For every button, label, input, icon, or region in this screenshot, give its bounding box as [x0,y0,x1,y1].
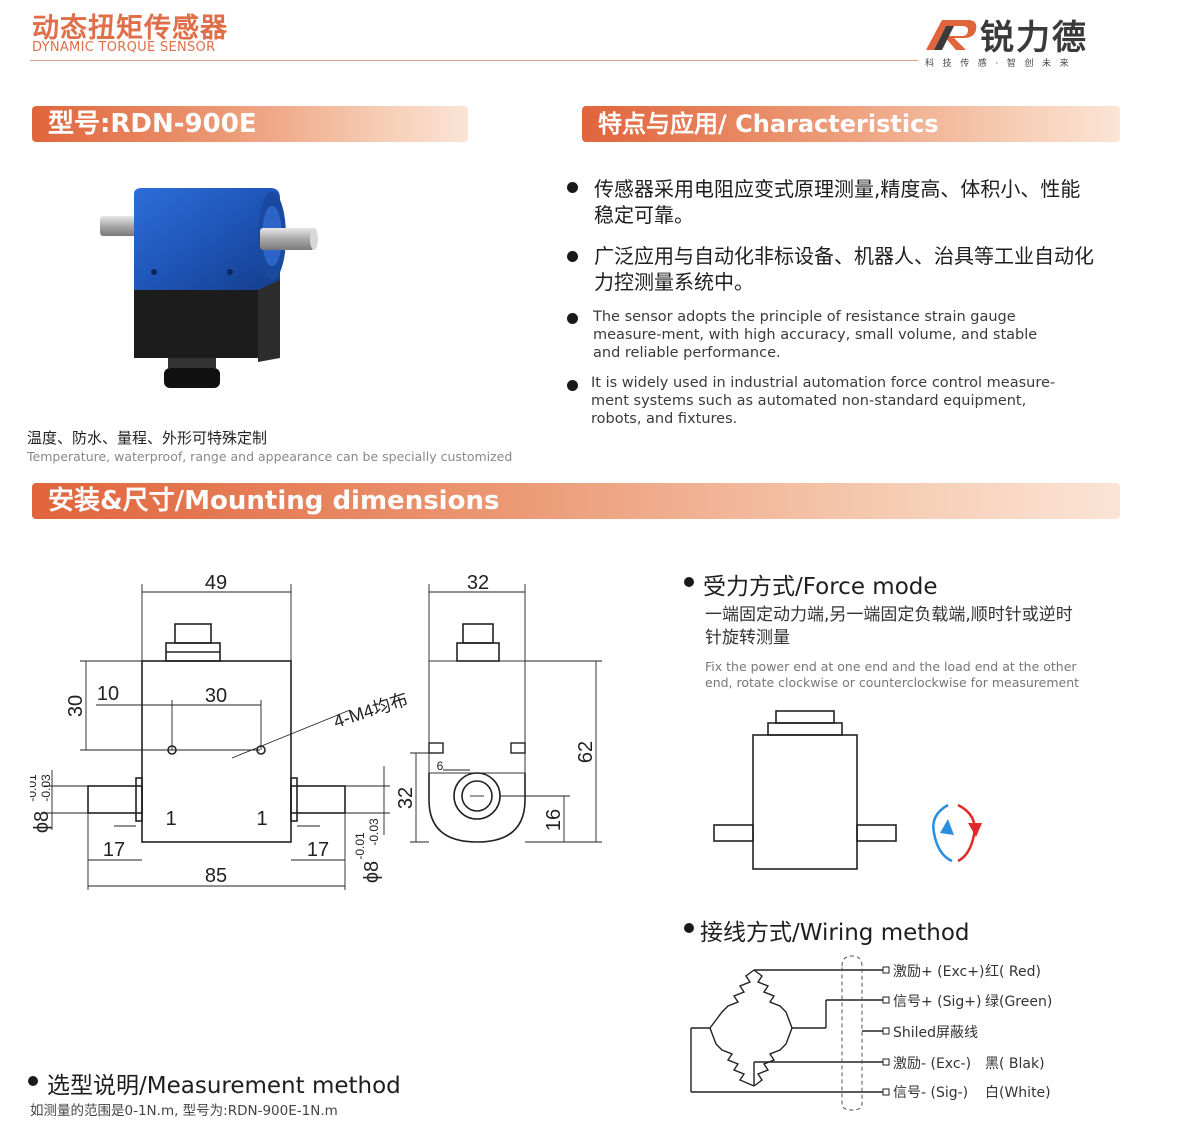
wire-color-red: 红( Red) [985,964,1041,980]
tol-right-upper: -0.01 [353,832,367,860]
tol-left-upper: -0.01 [30,774,39,802]
brand-name: 锐力德 [980,18,1088,58]
dim-side-bottom: 16 [543,809,565,831]
tol-left-lower: -0.03 [39,774,53,802]
dim-step-right: 1 [256,808,267,830]
wire-color-green: 绿(Green) [985,994,1053,1010]
force-mode-cn: 一端固定动力端,另一端固定负载端,顺时针或逆时针旋转测量 [705,605,1073,648]
wiring-diagram [690,955,890,1111]
wire-label-sig-minus: 信号- (Sig-) [893,1085,969,1101]
wiring-title: 接线方式/Wiring method [700,920,970,946]
header-divider [30,60,918,61]
dim-height-left: 30 [65,695,87,717]
bullet-icon [567,380,578,391]
dim-side-center: 32 [395,787,417,809]
dim-side-height: 62 [575,741,597,763]
wire-color-black: 黑( Blak) [985,1056,1045,1072]
dim-side-small: 6 [437,759,444,773]
tol-right-lower: -0.03 [367,818,381,846]
bullet-icon [567,251,578,262]
page-title: 动态扭矩传感器 [32,13,228,44]
wire-color-white: 白(White) [985,1085,1051,1101]
dimension-drawing: 49 10 30 1 1 17 17 85 32 6 30 62 32 16 ϕ… [30,572,602,890]
dim-left-offset: 10 [97,683,119,705]
dim-hole-spacing: 30 [205,685,227,707]
force-mode-en: Fix the power end at one end and the loa… [705,659,1080,690]
force-mode-title: 受力方式/Force mode [703,574,938,600]
bullet-icon [567,313,578,324]
dim-shaft-dia-right: ϕ8 [361,861,383,883]
bullet-icon [684,923,694,933]
dim-width-top: 49 [205,572,227,594]
brand-slogan: 科技传感·智创未来 [925,59,1078,69]
bullet-icon [684,577,694,587]
characteristic-en-1: The sensor adopts the principle of resis… [593,309,1038,361]
measurement-text: 如测量的范围是0-1N.m, 型号为:RDN-900E-1N.m [30,1103,338,1119]
dim-step-left: 1 [165,808,176,830]
model-bar: 型号:RDN-900E [32,106,468,142]
dim-side-width: 32 [467,572,489,594]
brand-logo-icon [926,20,977,50]
customization-en: Temperature, waterproof, range and appea… [27,449,513,464]
characteristics-bar: 特点与应用/ Characteristics [582,106,1120,142]
page-subtitle: DYNAMIC TORQUE SENSOR [32,40,216,55]
mounting-bar: 安装&尺寸/Mounting dimensions [32,483,1120,519]
wire-label-exc-minus: 激励- (Exc-) [893,1056,972,1072]
rotation-arrows-icon [932,803,982,863]
dim-overall: 85 [205,865,227,887]
wire-label-shield: Shiled屏蔽线 [893,1025,979,1041]
dim-shaft-right: 17 [307,839,329,861]
wire-label-sig-plus: 信号+ (Sig+) [893,994,982,1010]
characteristic-en-2: It is widely used in industrial automati… [591,375,1056,427]
bullet-icon [28,1076,38,1086]
dim-shaft-dia-left: ϕ8 [31,811,53,833]
sensor-product-image [100,188,318,388]
force-mode-diagram [713,710,982,870]
wire-label-exc-plus: 激励+ (Exc+) [893,964,985,980]
measurement-title: 选型说明/Measurement method [47,1073,401,1099]
characteristic-cn-2: 广泛应用与自动化非标设备、机器人、治具等工业自动化力控测量系统中。 [594,244,1094,294]
dim-holes-note: 4-M4均布 [331,689,410,732]
customization-cn: 温度、防水、量程、外形可特殊定制 [27,429,268,447]
dim-shaft-left: 17 [103,839,125,861]
characteristic-cn-1: 传感器采用电阻应变式原理测量,精度高、体积小、性能稳定可靠。 [594,177,1081,227]
bullet-icon [567,182,578,193]
